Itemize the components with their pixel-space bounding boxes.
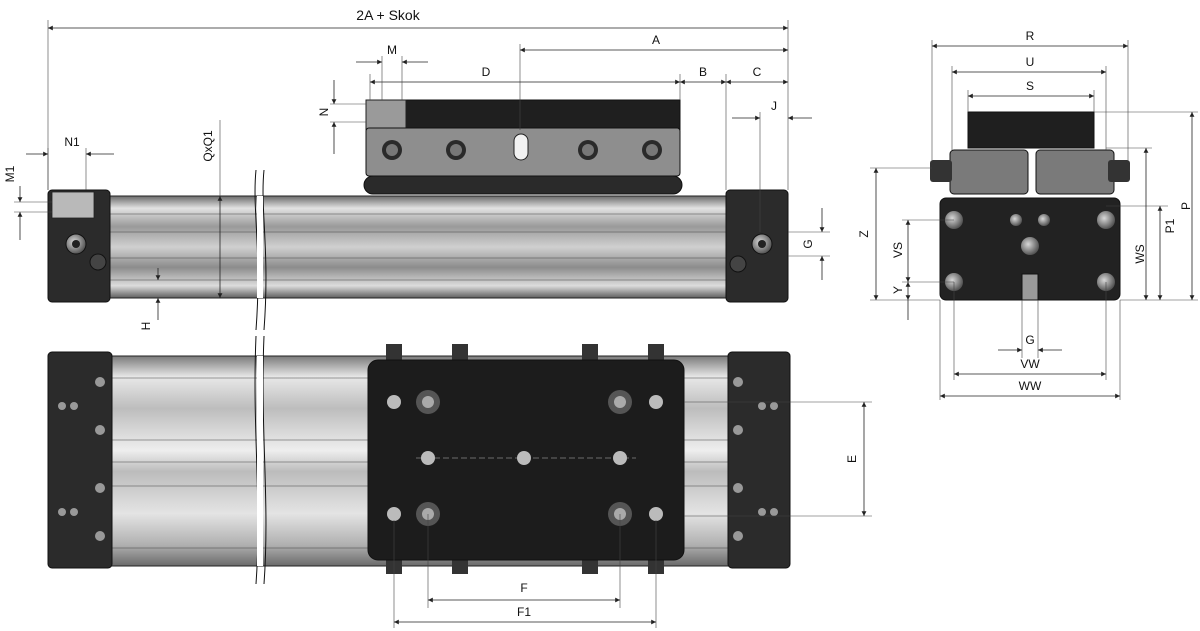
end-view xyxy=(930,111,1130,301)
label-J: J xyxy=(771,99,777,113)
label-VW: VW xyxy=(1020,357,1040,371)
label-U: U xyxy=(1026,55,1035,69)
end-top-plate xyxy=(967,111,1095,149)
label-N: N xyxy=(317,108,331,117)
top-view xyxy=(47,335,791,585)
label-WW: WW xyxy=(1019,379,1042,393)
label-WS: WS xyxy=(1133,244,1147,263)
label-Y: Y xyxy=(891,286,905,294)
label-F1: F1 xyxy=(517,605,531,619)
end-block-right xyxy=(1035,149,1115,195)
side-view xyxy=(47,99,789,331)
side-carriage-bolts xyxy=(382,133,662,161)
label-R: R xyxy=(1026,29,1035,43)
label-M: M xyxy=(387,43,397,57)
label-H: H xyxy=(139,322,153,331)
label-N1: N1 xyxy=(64,135,80,149)
side-profile xyxy=(107,195,729,299)
label-F: F xyxy=(520,581,527,595)
label-P1: P1 xyxy=(1163,218,1177,233)
dimension-lines xyxy=(14,20,1198,628)
label-A: A xyxy=(652,33,660,47)
label-Z: Z xyxy=(857,230,871,237)
label-B: B xyxy=(699,65,707,79)
label-P: P xyxy=(1179,202,1193,210)
label-C: C xyxy=(753,65,762,79)
label-E: E xyxy=(845,455,859,463)
label-S: S xyxy=(1026,79,1034,93)
label-M1: M1 xyxy=(3,165,17,182)
label-G-end: G xyxy=(1025,333,1034,347)
label-QxQ1: QxQ1 xyxy=(201,130,215,162)
side-carriage-top xyxy=(365,99,681,131)
dimension-labels: 2A + Skok A D B C M N J G QxQ1 H N1 M1 E… xyxy=(3,7,1193,619)
label-G-side: G xyxy=(801,239,815,248)
label-VS: VS xyxy=(891,242,905,258)
label-D: D xyxy=(482,65,491,79)
label-overall-length: 2A + Skok xyxy=(356,7,420,23)
end-block-left xyxy=(949,149,1029,195)
